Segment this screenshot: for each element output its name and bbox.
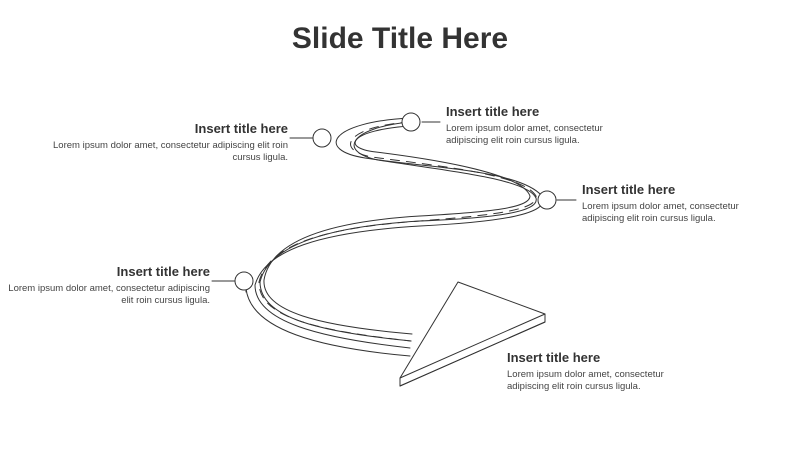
- milestone-text: Lorem ipsum dolor amet, consectetur adip…: [53, 140, 288, 163]
- road-outline: [245, 117, 544, 357]
- milestone-text: Lorem ipsum dolor amet, consectetur adip…: [582, 201, 739, 224]
- milestone-label-2: Insert title here Lorem ipsum dolor amet…: [446, 104, 636, 147]
- slide-title: Slide Title Here: [291, 22, 509, 55]
- milestone-node-3: [537, 190, 557, 210]
- milestone-title: Insert title here: [446, 104, 540, 119]
- milestone-label-3: Insert title here Lorem ipsum dolor amet…: [582, 182, 772, 225]
- milestone-node-1: [312, 128, 332, 148]
- milestone-title: Insert title here: [194, 121, 288, 136]
- milestone-text: Lorem ipsum dolor amet, consectetur adip…: [507, 369, 664, 392]
- road-center-line: [258, 121, 537, 342]
- milestone-title: Insert title here: [116, 264, 210, 279]
- milestone-node-2: [401, 112, 421, 132]
- milestone-label-4: Insert title here Lorem ipsum dolor amet…: [0, 264, 210, 307]
- milestone-title: Insert title here: [582, 182, 676, 197]
- milestone-title: Insert title here: [507, 350, 601, 365]
- milestone-text: Lorem ipsum dolor amet, consectetur adip…: [446, 123, 603, 146]
- milestone-label-1: Insert title here Lorem ipsum dolor amet…: [48, 121, 288, 164]
- milestone-label-5: Insert title here Lorem ipsum dolor amet…: [507, 350, 697, 393]
- arrow-head: [399, 281, 546, 387]
- milestone-node-4: [234, 271, 254, 291]
- connector-lines: [211, 121, 577, 282]
- milestone-text: Lorem ipsum dolor amet, consectetur adip…: [8, 283, 210, 306]
